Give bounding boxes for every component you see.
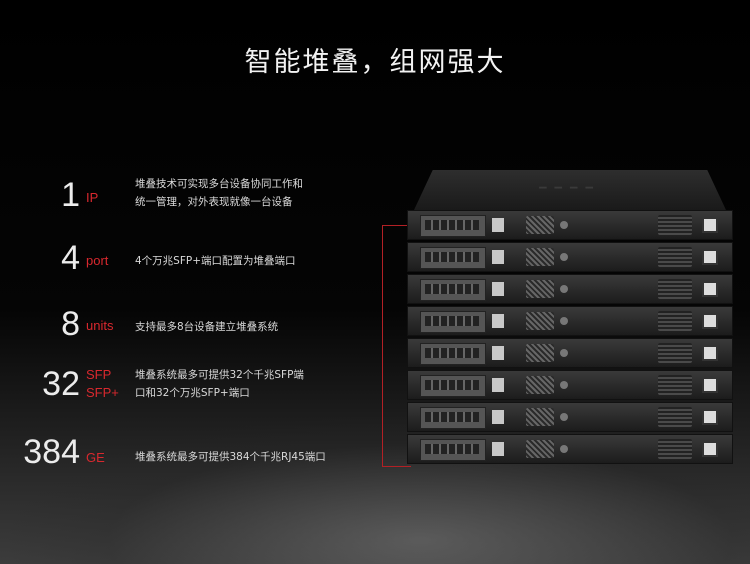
switch-port-area [420, 247, 486, 269]
stat-number: 32 [42, 365, 80, 403]
switch-port-area [420, 439, 486, 461]
switch-screw [560, 445, 568, 453]
switch-port-area [420, 215, 486, 237]
switch-mgmt [492, 346, 504, 360]
switch-screw [560, 221, 568, 229]
stat-ip: 1 [0, 175, 80, 219]
stat-description-line: 4个万兆SFP+端口配置为堆叠端口 [135, 255, 296, 267]
switch-power [702, 313, 718, 329]
switch-power [702, 441, 718, 457]
stack-highlight-frame [382, 225, 411, 467]
stat-description-line: 支持最多8台设备建立堆叠系统 [135, 321, 279, 333]
switch-unit [407, 338, 733, 368]
switch-mgmt [492, 410, 504, 424]
switch-unit [407, 210, 733, 240]
stat-description: 堆叠系统最多可提供32个千兆SFP端 口和32个万兆SFP+端口 [135, 366, 335, 402]
switch-fan [526, 408, 554, 426]
switch-fan [526, 280, 554, 298]
switch-screw [560, 253, 568, 261]
stat-units: 8 [0, 304, 80, 348]
stat-unit: SFP+ [86, 385, 119, 400]
switch-fan [526, 312, 554, 330]
switch-port-area [420, 279, 486, 301]
switch-fan [526, 344, 554, 362]
switch-unit [407, 306, 733, 336]
switch-mgmt [492, 282, 504, 296]
switch-power [702, 217, 718, 233]
stat-description: 支持最多8台设备建立堆叠系统 [135, 318, 335, 336]
switch-power [702, 345, 718, 361]
switch-fan [526, 376, 554, 394]
stat-description: 堆叠系统最多可提供384个千兆RJ45端口 [135, 448, 355, 466]
switch-fan [526, 216, 554, 234]
switch-screw [560, 317, 568, 325]
stat-description-line: 口和32个万兆SFP+端口 [135, 387, 250, 399]
switch-port-area [420, 407, 486, 429]
switch-unit [407, 274, 733, 304]
switch-mgmt [492, 250, 504, 264]
stat-unit: units [86, 318, 114, 333]
switch-psu [658, 215, 692, 235]
switch-unit [407, 370, 733, 400]
stat-description-line: 统一管理，对外表现就像一台设备 [135, 196, 293, 208]
switch-screw [560, 381, 568, 389]
switch-power [702, 409, 718, 425]
switch-fan [526, 440, 554, 458]
switch-psu [658, 375, 692, 395]
brand-logo: ▬▬▬▬ [538, 184, 600, 191]
switch-psu [658, 407, 692, 427]
switch-psu [658, 343, 692, 363]
switch-screw [560, 349, 568, 357]
switch-mgmt [492, 442, 504, 456]
stat-number: 384 [23, 433, 80, 471]
switch-power [702, 249, 718, 265]
stat-unit: port [86, 253, 109, 268]
switch-fan [526, 248, 554, 266]
switch-stack-image: ▬▬▬▬ [400, 170, 740, 470]
stat-unit: IP [86, 190, 99, 205]
stat-unit: GE [86, 450, 105, 465]
stat-description-line: 堆叠系统最多可提供384个千兆RJ45端口 [135, 451, 326, 463]
stat-description: 堆叠技术可实现多台设备协同工作和 统一管理，对外表现就像一台设备 [135, 175, 335, 211]
stat-number: 4 [61, 239, 80, 277]
switch-port-area [420, 311, 486, 333]
switch-mgmt [492, 378, 504, 392]
switch-unit [407, 434, 733, 464]
stat-description-line: 堆叠系统最多可提供32个千兆SFP端 [135, 369, 304, 381]
switch-psu [658, 311, 692, 331]
switch-port-area [420, 343, 486, 365]
stat-number: 8 [61, 305, 80, 343]
switch-psu [658, 279, 692, 299]
stat-sfp: 32 [0, 364, 80, 408]
switch-mgmt [492, 314, 504, 328]
switch-power [702, 281, 718, 297]
switch-unit [407, 402, 733, 432]
switch-top-cover: ▬▬▬▬ [414, 170, 726, 210]
switch-power [702, 377, 718, 393]
stat-description: 4个万兆SFP+端口配置为堆叠端口 [135, 252, 335, 270]
headline: 智能堆叠，组网强大 [244, 47, 506, 78]
switch-screw [560, 285, 568, 293]
stat-port: 4 [0, 238, 80, 282]
stat-description-line: 堆叠技术可实现多台设备协同工作和 [135, 178, 303, 190]
stat-ge: 384 [0, 432, 80, 476]
switch-screw [560, 413, 568, 421]
stat-number: 1 [61, 176, 80, 214]
switch-psu [658, 247, 692, 267]
switch-unit [407, 242, 733, 272]
switch-port-area [420, 375, 486, 397]
stat-unit: SFP [86, 367, 112, 382]
switch-psu [658, 439, 692, 459]
switch-mgmt [492, 218, 504, 232]
